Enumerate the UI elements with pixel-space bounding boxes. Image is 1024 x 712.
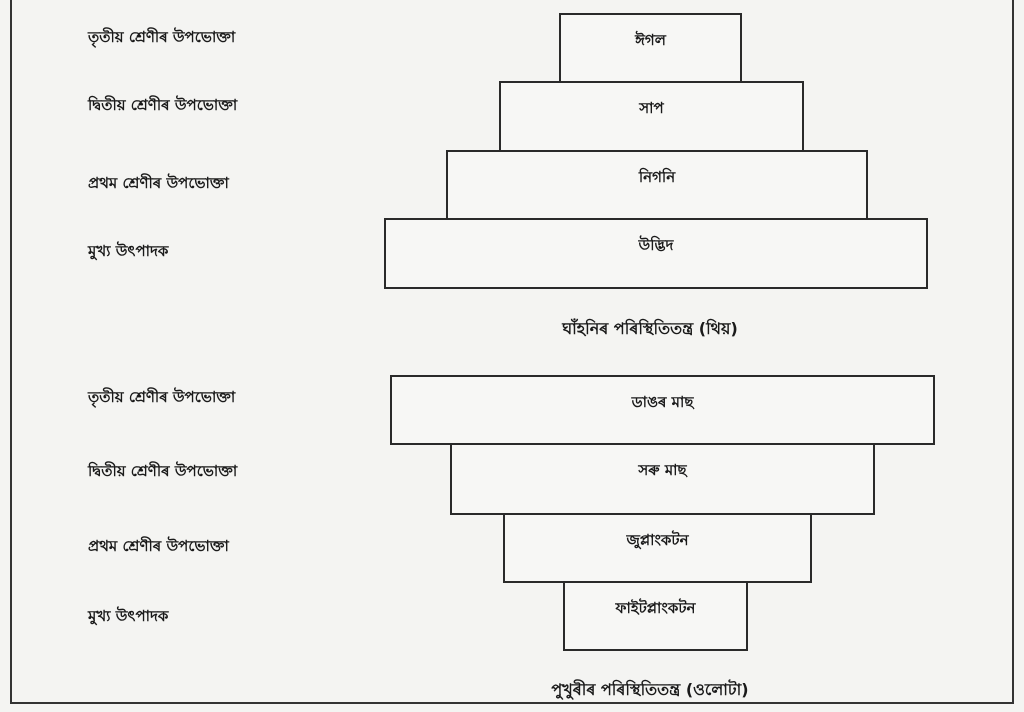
- pyramid-box-small-fish: সৰু মাছ: [450, 443, 875, 515]
- pyramid-box-rat: নিগনি: [446, 150, 868, 220]
- pyramid-box-zooplankton: জুপ্লাংকটন: [503, 513, 812, 583]
- diagram-frame: [10, 0, 1014, 704]
- level-label: তৃতীয় শ্ৰেণীৰ উপভোক্তা: [88, 28, 236, 46]
- pyramid-box-plants: উদ্ভিদ: [384, 218, 928, 289]
- level-label: মুখ্য উৎপাদক: [88, 242, 169, 260]
- pyramid-title: ঘাঁহনিৰ পৰিস্থিতিতন্ত্ৰ (থিয়): [562, 319, 738, 338]
- pyramid-title: পুখুৰীৰ পৰিস্থিতিতন্ত্ৰ (ওলোটা): [551, 680, 749, 699]
- level-label: মুখ্য উৎপাদক: [88, 607, 169, 625]
- level-label: তৃতীয় শ্ৰেণীৰ উপভোক্তা: [88, 388, 236, 406]
- pyramid-box-snake: সাপ: [499, 81, 804, 152]
- level-label: দ্বিতীয় শ্ৰেণীৰ উপভোক্তা: [88, 96, 238, 114]
- pyramid-box-phytoplankton: ফাইটপ্লাংকটন: [563, 581, 748, 651]
- pyramid-box-big-fish: ডাঙৰ মাছ: [390, 375, 935, 445]
- level-label: প্ৰথম শ্ৰেণীৰ উপভোক্তা: [88, 174, 229, 192]
- pyramid-box-eagle: ঈগল: [559, 13, 742, 83]
- level-label: প্ৰথম শ্ৰেণীৰ উপভোক্তা: [88, 537, 229, 555]
- level-label: দ্বিতীয় শ্ৰেণীৰ উপভোক্তা: [88, 462, 238, 480]
